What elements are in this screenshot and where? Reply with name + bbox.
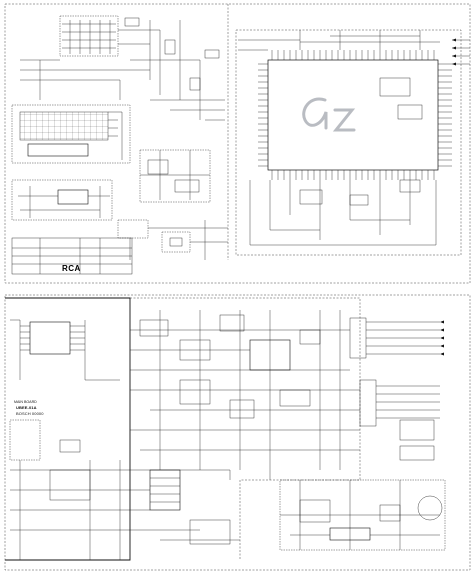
- main-board-title: MAIN BOARD: [14, 400, 37, 404]
- keyboard-ic: [27, 143, 89, 157]
- top-sheet-frame: [4, 3, 471, 284]
- bottom-sheet-frame: [4, 294, 471, 571]
- main-ic: [267, 59, 439, 171]
- power-box: [117, 219, 149, 239]
- main-ic-pins-bottom: [271, 170, 435, 180]
- main-ic-pins-top: [271, 50, 435, 60]
- motor: [417, 495, 443, 521]
- tuner-box: [139, 149, 211, 203]
- keyboard-matrix-box: [11, 104, 131, 164]
- main-ic-pins-right: [438, 63, 452, 167]
- connector-right-1: [349, 317, 367, 359]
- main-board-outline: [5, 297, 131, 561]
- main-board-sub: BOSCH 00000: [16, 411, 44, 416]
- connector-right-3: [399, 419, 435, 441]
- connector-right-2: [359, 379, 377, 427]
- main-ic-pins-left: [258, 63, 268, 167]
- left-block: [11, 179, 113, 221]
- main-board-code: UBEE-01A: [16, 405, 37, 410]
- relay-box: [161, 231, 191, 253]
- top-sheet: [4, 3, 471, 284]
- watermark-logo: [302, 97, 356, 132]
- top-left-block: [59, 15, 119, 57]
- audio-ic: [29, 321, 71, 355]
- keyboard-matrix-grid: [19, 111, 109, 141]
- connector-arrows: [440, 38, 456, 356]
- bottom-sheet: [4, 294, 471, 571]
- rca-logo: RCA: [62, 264, 81, 273]
- top-main-region: [235, 29, 462, 256]
- connector-right-4: [399, 445, 435, 461]
